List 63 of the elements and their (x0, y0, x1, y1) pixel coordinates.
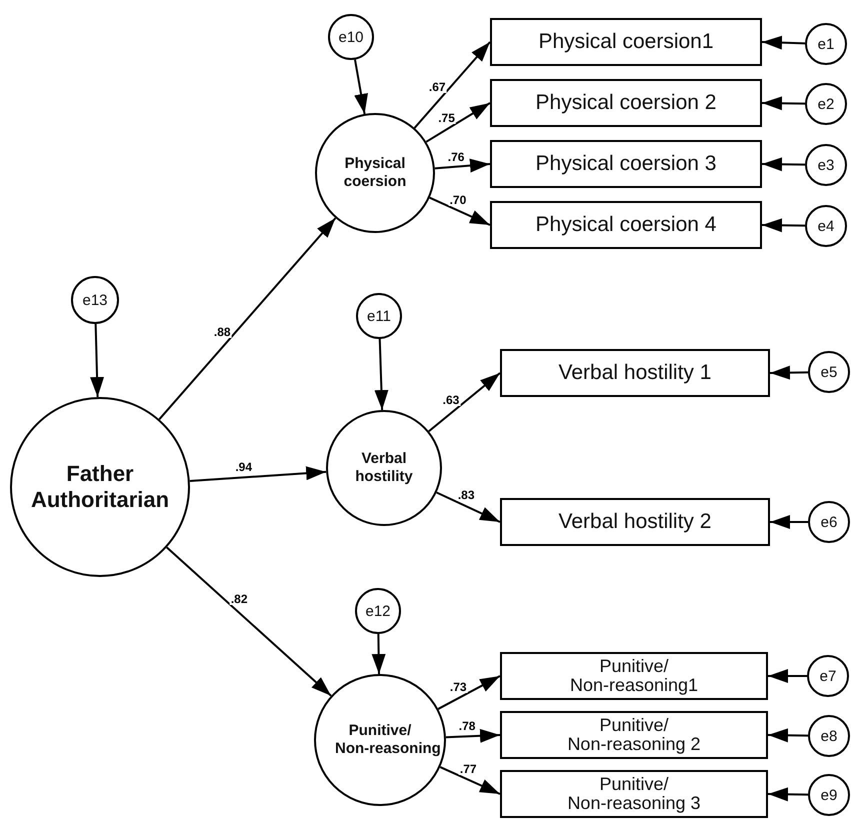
arrow (440, 766, 500, 795)
observed-variable-box: Physical coersion 2 (490, 79, 762, 127)
edge-label: .83 (456, 489, 476, 502)
latent-variable-circle: Punitive/ Non-reasoning (314, 674, 446, 806)
arrow (770, 515, 808, 529)
edge-label: .78 (458, 720, 476, 732)
observed-variable-box: Punitive/ Non-reasoning 3 (500, 770, 768, 818)
observed-variable-box: Physical coersion 4 (490, 201, 762, 249)
arrow (190, 466, 326, 482)
observed-variable-box: Physical coersion 3 (490, 140, 762, 188)
latent-variable-circle: Verbal hostility (326, 410, 442, 526)
arrow (374, 338, 388, 410)
observed-variable-box: Punitive/ Non-reasoning1 (500, 652, 768, 700)
error-circle: e7 (807, 655, 849, 697)
error-circle: e9 (808, 774, 850, 816)
arrow (768, 669, 807, 683)
error-circle: e10 (328, 14, 374, 60)
edge-label: .70 (448, 194, 468, 206)
arrow (436, 492, 500, 523)
edge-label: .76 (446, 150, 466, 163)
observed-variable-box: Punitive/ Non-reasoning 2 (500, 711, 768, 759)
arrow (354, 59, 368, 114)
arrow (762, 218, 806, 232)
edge-label: .75 (437, 112, 456, 124)
error-circle: e11 (356, 293, 402, 339)
arrow (158, 217, 336, 420)
edge-label: .88 (212, 326, 232, 338)
arrow (372, 634, 386, 674)
arrow (428, 372, 501, 432)
observed-variable-box: Physical coersion1 (490, 18, 762, 66)
arrow (414, 41, 491, 129)
error-circle: e6 (808, 501, 850, 543)
latent-variable-circle: Father Authoritarian (10, 397, 190, 577)
latent-variable-circle: Physical coersion (315, 113, 435, 233)
observed-variable-box: Verbal hostility 2 (500, 498, 770, 546)
error-circle: e8 (808, 715, 850, 757)
edge-label: .73 (448, 680, 468, 693)
error-circle: e5 (808, 351, 850, 393)
error-circle: e1 (805, 23, 847, 65)
arrow (166, 546, 332, 696)
arrow (762, 96, 806, 110)
arrow (90, 324, 104, 398)
edge-label: .77 (458, 762, 478, 775)
arrow (770, 366, 808, 380)
arrow (768, 728, 808, 742)
error-circle: e2 (805, 83, 847, 125)
arrow (438, 675, 500, 710)
arrow (446, 728, 500, 743)
error-circle: e3 (805, 144, 847, 186)
error-circle: e4 (805, 205, 847, 247)
error-circle: e12 (355, 588, 401, 634)
arrow (434, 158, 490, 173)
arrow (426, 102, 491, 143)
observed-variable-box: Verbal hostility 1 (500, 349, 770, 397)
edge-label: .82 (230, 593, 249, 606)
arrow (762, 157, 806, 172)
edge-label: .67 (428, 80, 447, 93)
arrow (768, 787, 808, 802)
edge-label: .63 (442, 394, 460, 406)
arrow (429, 196, 490, 226)
edge-label: .94 (234, 461, 253, 474)
arrow (762, 36, 806, 50)
error-circle: e13 (71, 276, 119, 324)
